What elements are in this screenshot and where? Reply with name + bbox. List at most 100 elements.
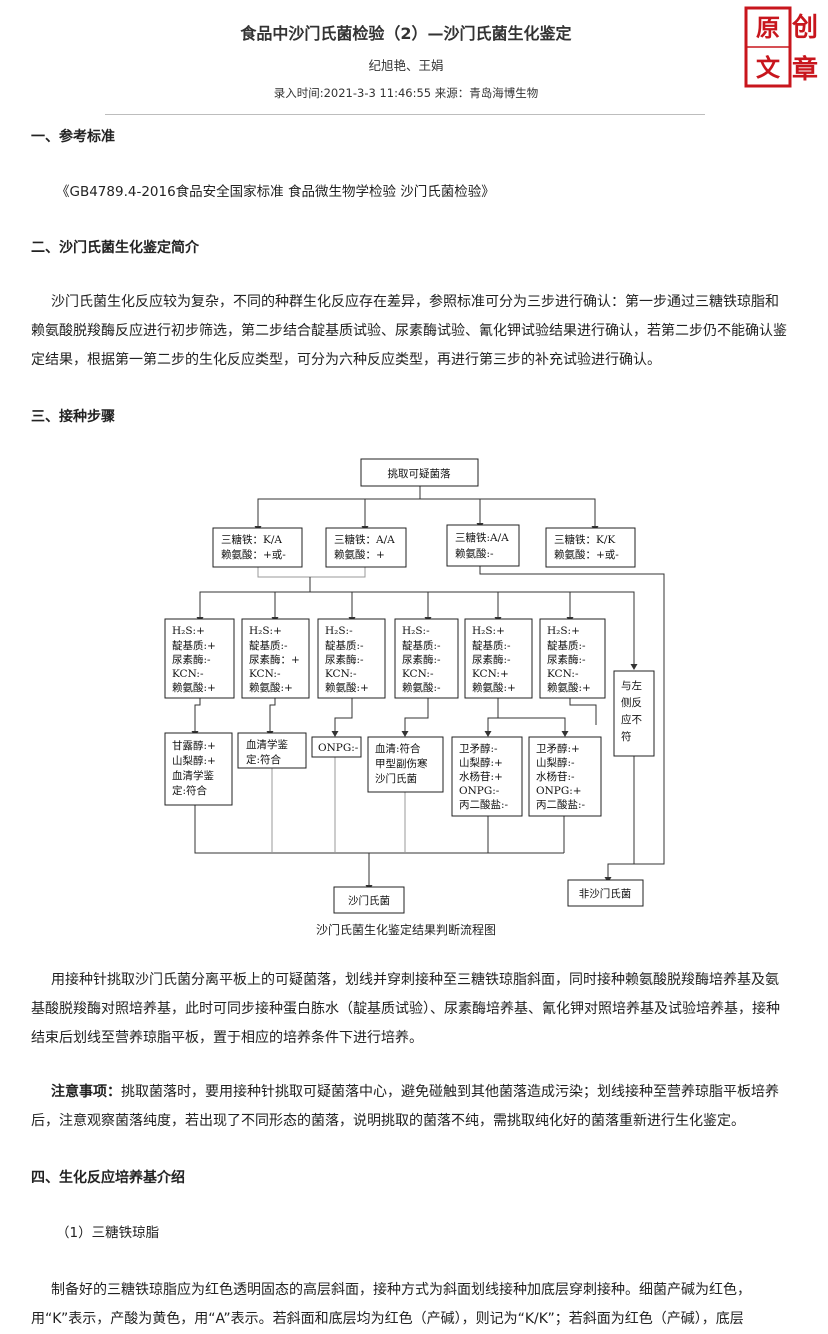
flow-confirm-node-2: 血清学鉴 定:符合 (237, 732, 307, 769)
subheading-tsi: （1）三糖铁琼脂 (56, 1225, 160, 1241)
flow-text: ONPG:- (459, 785, 500, 797)
flow-text: 血清学鉴 (172, 769, 214, 782)
flow-text: H₂S:+ (472, 625, 505, 637)
section-heading-1: 一、参考标准 (31, 129, 115, 145)
flowchart-connectors (194, 486, 665, 886)
flow-text: 靛基质:- (547, 639, 586, 652)
flow-result-non-salmonella: 非沙门氏菌 (567, 879, 644, 907)
flow-tsi-node-1: 三糖铁：K/A 赖氨酸：+或- (212, 527, 303, 568)
flow-text: 赖氨酸:- (455, 547, 494, 560)
flow-text: 应不 (621, 713, 642, 726)
flow-text: 丙二酸盐:- (459, 798, 509, 811)
flow-text: 靛基质:- (325, 639, 364, 652)
note-text: 挑取菌落时，要用接种针挑取可疑菌落中心，避免碰触到其他菌落造成污染；划线接种至营… (31, 1084, 779, 1129)
flow-text: KCN:+ (472, 668, 509, 680)
flow-text: 山梨醇:+ (172, 754, 216, 767)
flow-text: 水杨苷:+ (459, 770, 503, 783)
flow-text: 三糖铁：K/K (554, 533, 615, 546)
flow-text: 定:符合 (246, 753, 282, 766)
section-heading-2: 二、沙门氏菌生化鉴定简介 (31, 240, 199, 256)
flow-text: 山梨醇:+ (459, 756, 503, 769)
flow-biochem-node-5: H₂S:+ 靛基质:- 尿素酶:- KCN:+ 赖氨酸:+ (464, 618, 533, 699)
flow-text: 赖氨酸:+ (249, 681, 293, 694)
original-article-stamp-icon: 原 文 创 章 (744, 6, 818, 88)
article-title: 食品中沙门氏菌检验（2）—沙门氏菌生化鉴定 (240, 24, 572, 43)
flow-start-node: 挑取可疑菌落 (360, 458, 479, 487)
flow-text: 三糖铁：K/A (221, 533, 282, 546)
flow-text: 血清学鉴 (246, 738, 288, 751)
flow-confirm-node-4: 血清:符合 甲型副伤寒 沙门氏菌 (367, 736, 444, 793)
flow-text: 尿素酶:- (472, 653, 511, 666)
flow-confirm-node-1: 甘露醇:+ 山梨醇:+ 血清学鉴 定:符合 (164, 732, 233, 806)
flow-confirm-node-3: ONPG:- (311, 736, 362, 758)
flow-text: 赖氨酸：+或- (221, 548, 286, 561)
flow-text: 赖氨酸:- (402, 681, 441, 694)
flow-text: 尿素酶:- (325, 653, 364, 666)
flow-result-salmonella: 沙门氏菌 (333, 886, 405, 914)
flow-text: ONPG:- (318, 742, 359, 754)
flow-text: 尿素酶:- (402, 653, 441, 666)
flowchart-arrowheads (191, 523, 638, 891)
flow-biochem-node-1: H₂S:+ 靛基质:+ 尿素酶:- KCN:- 赖氨酸:+ (164, 618, 235, 699)
identification-flowchart: 挑取可疑菌落 三糖铁：K/A 赖氨酸：+或- 三糖铁：A/A 赖氨酸：+ 三糖铁… (164, 458, 665, 914)
flow-text: H₂S:+ (547, 625, 580, 637)
flow-text: KCN:- (402, 668, 434, 680)
flow-text: KCN:- (249, 668, 281, 680)
inoculation-paragraph: 用接种针挑取沙门氏菌分离平板上的可疑菌落，划线并穿刺接种至三糖铁琼脂斜面，同时接… (31, 972, 780, 1046)
intro-paragraph: 沙门氏菌生化反应较为复杂，不同的种群生化反应存在差异，参照标准可分为三步进行确认… (31, 294, 787, 368)
flow-start-label: 挑取可疑菌落 (388, 467, 451, 480)
flow-tsi-node-4: 三糖铁：K/K 赖氨酸：+或- (545, 527, 636, 568)
flow-text: 血清:符合 (375, 742, 421, 755)
article-authors: 纪旭艳、王娟 (368, 58, 444, 73)
flow-text: H₂S:+ (249, 625, 282, 637)
flow-text: 侧反 (621, 696, 642, 709)
flow-confirm-node-6: 卫矛醇:+ 山梨醇:- 水杨苷:- ONPG:+ 丙二酸盐:- (528, 736, 602, 817)
flow-biochem-node-4: H₂S:- 靛基质:- 尿素酶:- KCN:- 赖氨酸:- (394, 618, 459, 699)
note-label: 注意事项： (51, 1084, 121, 1100)
flow-text: 符 (621, 730, 632, 743)
flow-text: KCN:- (172, 668, 204, 680)
flow-tsi-node-2: 三糖铁：A/A 赖氨酸：+ (325, 527, 407, 568)
flow-text: 水杨苷:- (536, 770, 575, 783)
flow-text: 靛基质:- (249, 639, 288, 652)
flow-text: KCN:- (547, 668, 579, 680)
flow-text: 赖氨酸:+ (172, 681, 216, 694)
flow-text: 与左 (621, 679, 642, 692)
flow-text: 靛基质:+ (172, 639, 216, 652)
flow-result-label: 沙门氏菌 (348, 894, 390, 907)
flowchart-caption: 沙门氏菌生化鉴定结果判断流程图 (315, 923, 496, 937)
flow-text: 赖氨酸:+ (472, 681, 516, 694)
note-paragraph: 注意事项：挑取菌落时，要用接种针挑取可疑菌落中心，避免碰触到其他菌落造成污染；划… (31, 1078, 791, 1136)
flow-text: H₂S:- (402, 625, 430, 637)
flow-text: KCN:- (325, 668, 357, 680)
flow-text: 靛基质:- (402, 639, 441, 652)
stamp-char-3: 文 (756, 53, 781, 82)
flow-biochem-node-6: H₂S:+ 靛基质:- 尿素酶:- KCN:- 赖氨酸:+ (539, 618, 606, 699)
flow-text: 甲型副伤寒 (375, 757, 428, 770)
flow-text: 尿素酶：+ (249, 653, 300, 666)
flow-text: 山梨醇:- (536, 756, 575, 769)
stamp-char-2: 创 (791, 13, 818, 43)
flow-text: ONPG:+ (536, 785, 582, 797)
flow-text: 赖氨酸：+或- (554, 548, 619, 561)
flow-text: 三糖铁：A/A (334, 533, 395, 546)
flow-text: 丙二酸盐:- (536, 798, 586, 811)
reference-standard: 《GB4789.4-2016食品安全国家标准 食品微生物学检验 沙门氏菌检验》 (56, 184, 495, 200)
section-heading-3: 三、接种步骤 (31, 409, 115, 425)
flow-text: 尿素酶:- (547, 653, 586, 666)
flow-text: 卫矛醇:- (459, 742, 498, 755)
stamp-char-4: 章 (792, 54, 818, 85)
flow-text: 甘露醇:+ (172, 739, 216, 752)
flow-text: 定:符合 (172, 784, 208, 797)
flow-text: H₂S:- (325, 625, 353, 637)
flow-result-label: 非沙门氏菌 (579, 887, 632, 900)
flow-text: 卫矛醇:+ (536, 742, 580, 755)
flow-text: 赖氨酸:+ (325, 681, 369, 694)
header-divider (105, 114, 705, 115)
flow-confirm-node-5: 卫矛醇:- 山梨醇:+ 水杨苷:+ ONPG:- 丙二酸盐:- (451, 736, 523, 817)
flow-text: 三糖铁:A/A (455, 531, 509, 544)
tsi-paragraph: 制备好的三糖铁琼脂应为红色透明固态的高层斜面，接种方式为斜面划线接种加底层穿刺接… (31, 1282, 751, 1327)
stamp-char-1: 原 (756, 13, 780, 42)
flow-text: H₂S:+ (172, 625, 205, 637)
flow-tsi-node-3: 三糖铁:A/A 赖氨酸:- (446, 524, 520, 567)
